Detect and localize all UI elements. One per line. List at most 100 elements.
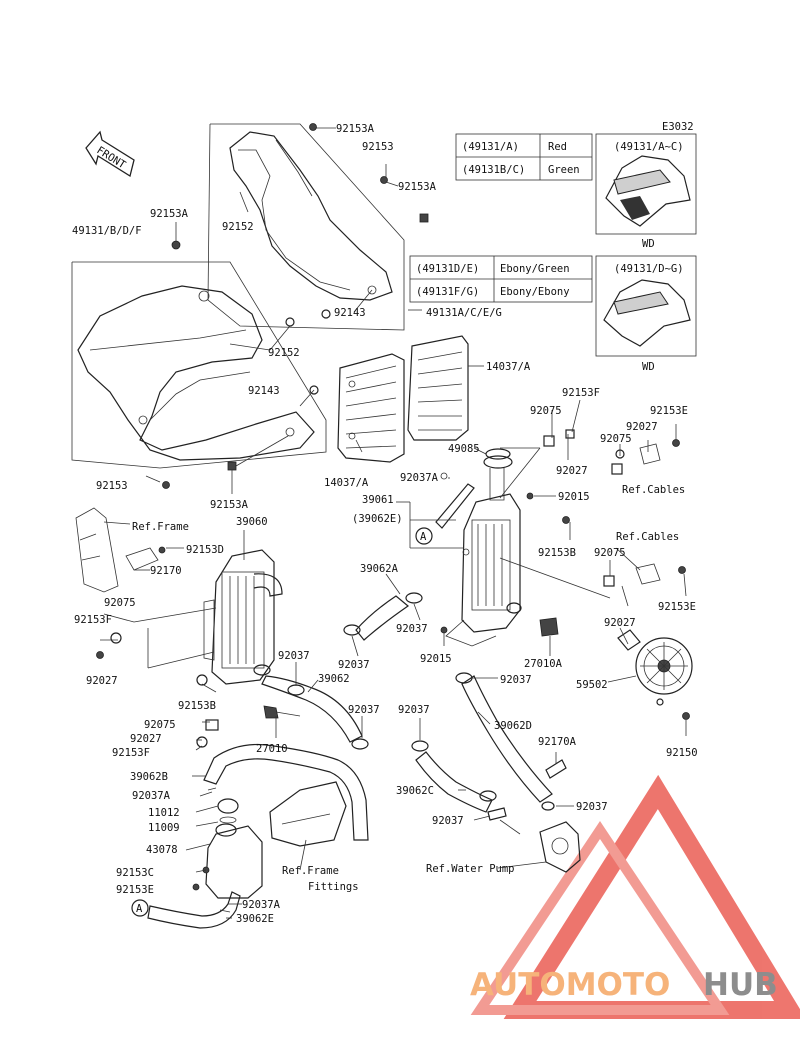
joint-marker-a-label-2: A xyxy=(136,903,143,915)
front-arrow-icon xyxy=(85,130,135,178)
label-92027-e: 92027 xyxy=(604,617,636,629)
label-92152-left: 92152 xyxy=(268,347,300,359)
label-92153F-a: 92153F xyxy=(562,387,600,399)
label-92075-b: 92075 xyxy=(600,433,632,445)
label-39060: 39060 xyxy=(236,516,268,528)
label-92170A: 92170A xyxy=(538,736,577,748)
label-92153F-b: 92153F xyxy=(74,614,112,626)
label-92037-e: 92037 xyxy=(398,704,430,716)
shroud-right-group-frame xyxy=(207,123,405,331)
label-92075-e: 92075 xyxy=(594,547,626,559)
label-ref-cables-1: Ref.Cables xyxy=(622,484,685,496)
label-92153C: 92153C xyxy=(116,867,154,879)
label-92153A-top: 92153A xyxy=(336,123,375,135)
frame-reference-left xyxy=(75,507,159,593)
hose-39062A xyxy=(355,595,409,641)
label-92153A-left: 92153A xyxy=(150,208,189,220)
hose-39062 xyxy=(261,675,363,743)
label-92027-a: 92027 xyxy=(556,465,588,477)
watermark-logo-icon xyxy=(470,774,800,1019)
label-43078: 43078 xyxy=(146,844,178,856)
radiator-shroud-right xyxy=(229,131,393,301)
label-92027-c: 92027 xyxy=(86,675,118,687)
label-92015-b: 92015 xyxy=(420,653,452,665)
radiator-cap xyxy=(485,448,511,460)
inset-shroud-decal-1 xyxy=(595,133,697,235)
label-92153E-a: 92153E xyxy=(650,405,688,417)
label-92027-b: 92027 xyxy=(626,421,658,433)
label-92153E-b: 92153E xyxy=(658,601,696,613)
inset-1-title: (49131/A~C) xyxy=(614,141,684,153)
label-92153A-mid: 92153A xyxy=(398,181,437,193)
joint-marker-a-icon xyxy=(131,527,433,917)
color-table-1-code-1: (49131/A) xyxy=(462,141,519,153)
color-table-1 xyxy=(455,133,593,181)
label-92037-h: 92037 xyxy=(278,650,310,662)
label-92143-top: 92143 xyxy=(334,307,366,319)
watermark-text-hub: HUB xyxy=(703,967,778,1003)
label-ref-water-pump: Ref.Water Pump xyxy=(426,863,515,875)
label-92037A-3: 92037A xyxy=(242,899,281,911)
diagram-code: E3032 xyxy=(662,121,694,133)
temperature-sensor-27010 xyxy=(263,705,301,719)
color-table-2-color-2: Ebony/Ebony xyxy=(500,286,570,298)
radiator-fan xyxy=(617,629,693,695)
radiator-left xyxy=(203,549,283,685)
color-table-2 xyxy=(409,255,593,303)
label-49085: 49085 xyxy=(448,443,480,455)
color-table-1-code-2: (49131B/C) xyxy=(462,164,525,176)
color-table-2-color-1: Ebony/Green xyxy=(500,263,570,275)
hose-39062D xyxy=(461,675,553,803)
color-table-1-color-1: Red xyxy=(548,141,567,153)
label-92153E-c: 92153E xyxy=(116,884,154,896)
inset-shroud-decal-2 xyxy=(595,255,697,357)
radiator-guard-grille-2 xyxy=(407,335,469,441)
label-92153F-c: 92153F xyxy=(112,747,150,759)
radiator-shroud-left xyxy=(77,285,315,461)
label-14037A-right: 14037/A xyxy=(486,361,531,373)
label-92153-top: 92153 xyxy=(362,141,394,153)
label-39062D: 39062D xyxy=(494,720,532,732)
label-92015-a: 92015 xyxy=(558,491,590,503)
label-92037A-1: 92037A xyxy=(400,472,439,484)
label-11012: 11012 xyxy=(148,807,180,819)
inset-1-caption: WD xyxy=(642,238,655,250)
label-92037-b: 92037 xyxy=(338,659,370,671)
hose-39062C xyxy=(415,751,493,813)
label-39062E: 39062E xyxy=(236,913,274,925)
label-11009: 11009 xyxy=(148,822,180,834)
label-92037-g: 92037 xyxy=(432,815,464,827)
label-fittings: Fittings xyxy=(308,881,359,893)
label-39062E-paren: (39062E) xyxy=(352,513,403,525)
label-ref-frame-fittings: Ref.Frame xyxy=(282,865,339,877)
reservoir-tank xyxy=(205,781,347,899)
hose-39062B xyxy=(203,743,369,841)
leader-lines xyxy=(100,127,687,919)
watermark-text-auto: AUTOMOTO xyxy=(470,967,670,1003)
inset-2-caption: WD xyxy=(642,361,655,373)
label-92153B-b: 92153B xyxy=(178,700,216,712)
inset-2-title: (49131/D~G) xyxy=(614,263,684,275)
water-pump-reference xyxy=(539,821,581,873)
label-ref-cables-2: Ref.Cables xyxy=(616,531,679,543)
radiator-guard-grille-1 xyxy=(337,353,405,463)
label-39062B: 39062B xyxy=(130,771,168,783)
bolt-icon xyxy=(96,123,690,891)
temperature-sensor-27010A xyxy=(539,617,559,637)
label-92153-bottom: 92153 xyxy=(96,480,128,492)
pipe-92037-small xyxy=(487,807,507,821)
grommet-icon xyxy=(110,309,664,913)
color-table-2-code-2: (49131F/G) xyxy=(416,286,479,298)
label-92027-d: 92027 xyxy=(130,733,162,745)
label-92170: 92170 xyxy=(150,565,182,577)
radiator-right xyxy=(445,455,522,647)
label-92075-a: 92075 xyxy=(530,405,562,417)
label-92152-top: 92152 xyxy=(222,221,254,233)
label-49131ACEG: 49131A/C/E/G xyxy=(426,307,502,319)
label-27010: 27010 xyxy=(256,743,288,755)
hose-39061 xyxy=(435,483,475,529)
label-59502: 59502 xyxy=(576,679,608,691)
label-92150: 92150 xyxy=(666,747,698,759)
